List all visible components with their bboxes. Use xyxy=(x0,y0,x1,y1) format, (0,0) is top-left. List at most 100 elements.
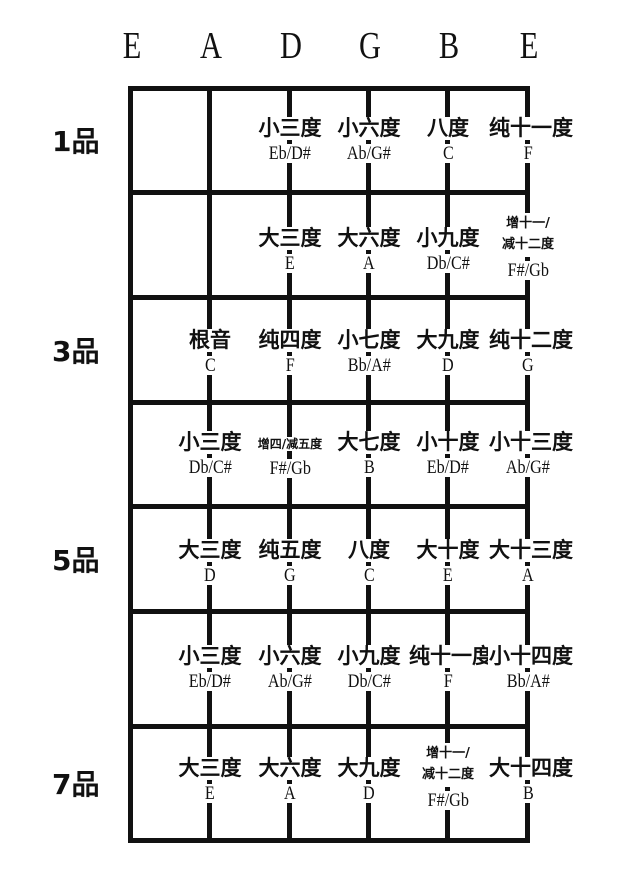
interval-label: 大三度 xyxy=(177,538,243,562)
interval-cell: 纯十二度 G xyxy=(488,329,574,376)
interval-label: 大九度 xyxy=(336,756,402,780)
interval-line: 增十一/ xyxy=(426,746,470,761)
note-label: Bb/A# xyxy=(346,355,392,376)
note-label: Db/C# xyxy=(346,671,392,692)
fret-line xyxy=(128,295,530,300)
note-label: E xyxy=(284,253,296,274)
interval-label: 大九度 xyxy=(415,328,481,352)
note-label: C xyxy=(362,565,376,586)
note-label: A xyxy=(521,565,535,586)
fret-label: 1品 xyxy=(52,125,100,158)
interval-label: 小十三度 xyxy=(488,430,574,454)
interval-label: 纯五度 xyxy=(257,538,323,562)
interval-cell: 大九度 D xyxy=(408,329,488,375)
interval-label: 八度 xyxy=(347,538,391,562)
note-label: Db/C# xyxy=(425,253,471,274)
fret-label: 7品 xyxy=(52,768,100,801)
note-label: Db/C# xyxy=(187,457,233,478)
interval-cell: 小九度 Db/C# xyxy=(329,645,409,691)
note-label: Eb/D# xyxy=(268,143,312,164)
note-label: F#/Gb xyxy=(426,789,470,811)
note-label: E xyxy=(442,565,454,586)
note-label: A xyxy=(362,253,376,274)
string-name-g-3: G xyxy=(359,25,381,67)
interval-cell: 大六度 A xyxy=(250,757,330,803)
note-label: F#/Gb xyxy=(268,458,312,479)
interval-label: 大七度 xyxy=(336,430,402,454)
note-label: Ab/G# xyxy=(346,143,392,164)
interval-label: 大三度 xyxy=(257,226,323,250)
interval-label: 根音 xyxy=(188,328,232,352)
interval-cell: 增四/减五度 F#/Gb xyxy=(250,431,330,478)
interval-cell: 小三度 Db/C# xyxy=(170,431,250,477)
string-name-a-1: A xyxy=(200,25,222,67)
interval-label: 小十度 xyxy=(415,430,481,454)
note-label: A xyxy=(283,783,297,804)
interval-cell: 小三度 Eb/D# xyxy=(250,117,330,163)
interval-cell: 纯四度 F xyxy=(250,329,330,375)
note-label: Eb/D# xyxy=(188,671,232,692)
string-name-e-5: E xyxy=(519,25,539,67)
note-label: Eb/D# xyxy=(426,457,470,478)
interval-cell: 小六度 Ab/G# xyxy=(329,117,409,163)
fret-label: 5品 xyxy=(52,543,100,577)
interval-label: 增十一/减十二度 xyxy=(500,213,555,257)
note-label: C xyxy=(441,143,455,164)
interval-cell: 大七度 B xyxy=(329,431,409,477)
fret-line xyxy=(128,504,530,509)
interval-cell: 大九度 D xyxy=(329,757,409,803)
string-name-b-4: B xyxy=(438,25,460,67)
interval-label: 纯四度 xyxy=(257,328,323,352)
interval-cell: 小十度 Eb/D# xyxy=(408,431,488,477)
interval-line: 增十一/ xyxy=(506,216,550,231)
note-label: D xyxy=(441,355,455,376)
string-line xyxy=(128,86,133,842)
fret-line xyxy=(128,400,530,405)
interval-label: 大三度 xyxy=(177,756,243,780)
interval-label: 小三度 xyxy=(177,644,243,668)
interval-label: 大十三度 xyxy=(488,538,574,562)
fret-line xyxy=(128,609,530,614)
note-label: F xyxy=(442,671,454,692)
interval-label: 小三度 xyxy=(177,430,243,454)
interval-cell: 八度 C xyxy=(329,539,409,585)
interval-label: 增四/减五度 xyxy=(256,437,324,451)
interval-label: 大十四度 xyxy=(488,756,574,780)
note-label: F xyxy=(284,355,296,376)
interval-label: 小六度 xyxy=(336,116,402,140)
fret-line xyxy=(128,838,530,843)
note-label: B xyxy=(521,783,535,804)
note-label: D xyxy=(362,783,376,804)
note-label: B xyxy=(362,457,376,478)
note-label: G xyxy=(521,355,535,376)
fret-label: 3品 xyxy=(52,334,100,368)
interval-label: 小三度 xyxy=(257,116,323,140)
note-label: D xyxy=(203,565,217,586)
string-name-e-0: E xyxy=(122,25,142,67)
interval-label: 小九度 xyxy=(336,644,402,668)
interval-cell: 大十四度 B xyxy=(488,757,574,804)
interval-label: 纯十二度 xyxy=(488,328,574,352)
note-label: G xyxy=(283,565,297,586)
interval-label: 小六度 xyxy=(257,644,323,668)
note-label: F#/Gb xyxy=(506,259,550,281)
interval-cell: 大十三度 A xyxy=(488,539,574,586)
interval-label: 纯十一度 xyxy=(488,116,574,140)
fret-line xyxy=(128,190,530,195)
fret-line xyxy=(128,86,530,91)
interval-cell: 纯五度 G xyxy=(250,539,330,585)
interval-label: 大六度 xyxy=(257,756,323,780)
